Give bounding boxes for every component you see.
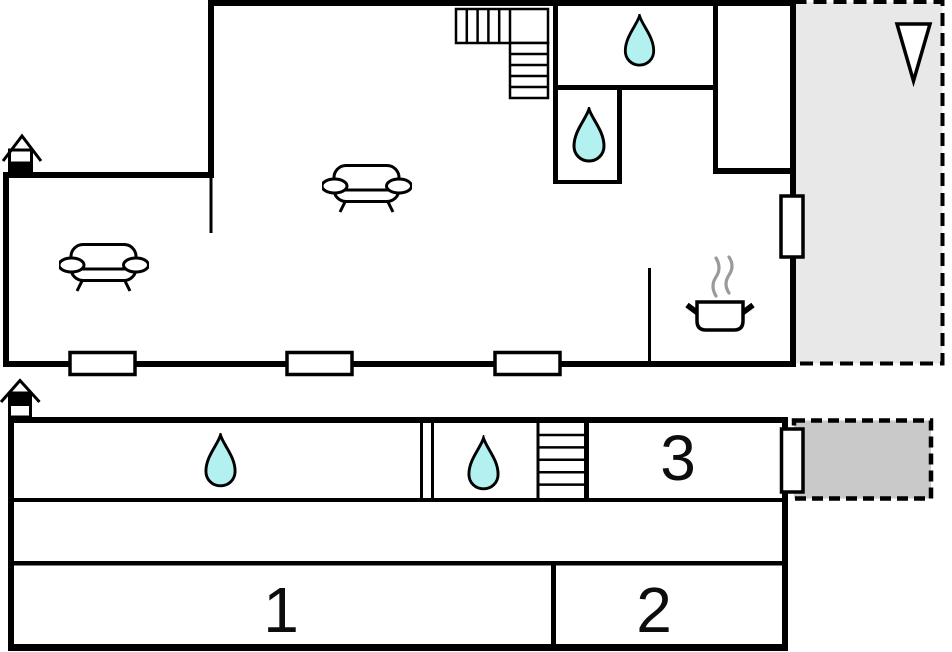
- staircase-upper: [454, 7, 550, 100]
- chimney-roof: [1, 133, 43, 162]
- wall-segment: [782, 417, 788, 651]
- wall-segment: [208, 0, 214, 178]
- water-drop-icon: [467, 436, 500, 491]
- upper-windows: [68, 194, 805, 377]
- stair-treads: [465, 9, 512, 43]
- wall-segment: [553, 85, 718, 90]
- wall-segment: [8, 417, 788, 423]
- chimney-roof: [0, 378, 41, 404]
- wall-segment: [8, 561, 788, 566]
- wall-segment: [3, 172, 214, 178]
- chimney-body-dark: [9, 393, 31, 406]
- wall-segment: [553, 3, 558, 184]
- wall-segment: [551, 565, 556, 648]
- steam-line: [724, 255, 734, 295]
- wall-segment: [3, 361, 796, 367]
- stair-flight-box: [508, 41, 550, 100]
- wall-segment: [713, 3, 718, 174]
- lower-interior-walls: [8, 423, 788, 648]
- sofa-icon: [59, 243, 149, 293]
- chimney-icon: [0, 378, 41, 419]
- wall-segment: [8, 417, 14, 651]
- staircase-lower: [539, 433, 584, 486]
- upper-exterior-walls: [3, 0, 796, 367]
- water-drop-icon: [204, 433, 237, 488]
- upper-interior-walls: [209, 3, 796, 363]
- wall-segment: [3, 172, 9, 367]
- wall-segment: [536, 423, 540, 502]
- window: [779, 194, 805, 259]
- upper-floor-plan: [1, 0, 945, 377]
- window: [68, 350, 137, 377]
- wall-segment: [790, 0, 796, 198]
- room-label-3: 3: [660, 422, 696, 494]
- wall-segment: [584, 423, 589, 502]
- room-label-1: 1: [263, 574, 299, 646]
- pot-body: [695, 300, 745, 332]
- wall-segment: [431, 423, 434, 502]
- north-arrow-icon: [894, 22, 933, 88]
- wall-segment: [8, 498, 788, 502]
- chimney-icon: [1, 133, 43, 177]
- lower-exterior-walls: [8, 417, 788, 651]
- steam-line: [711, 256, 721, 298]
- window: [779, 427, 805, 494]
- stair-flight-box: [454, 7, 550, 45]
- stair-treads: [510, 52, 548, 89]
- room-label-2: 2: [636, 574, 672, 646]
- lower-floor-plan: 1 2 3: [0, 378, 934, 651]
- window: [285, 350, 354, 377]
- wall-segment: [790, 255, 796, 367]
- wall-segment: [713, 168, 796, 174]
- wall-segment: [617, 85, 622, 184]
- wall-segment: [648, 268, 651, 363]
- wall-segment: [209, 178, 213, 233]
- cooking-pot-icon: [685, 255, 755, 332]
- wall-segment: [8, 644, 788, 651]
- window: [493, 350, 562, 377]
- wall-segment: [208, 0, 796, 6]
- water-drop-icon: [572, 107, 606, 163]
- terrace-lower: [791, 418, 934, 501]
- sofa-icon: [322, 164, 412, 214]
- wall-segment: [553, 180, 622, 184]
- wall-segment: [420, 423, 423, 502]
- chimney-body-dark: [9, 161, 32, 176]
- water-drop-icon: [623, 14, 656, 67]
